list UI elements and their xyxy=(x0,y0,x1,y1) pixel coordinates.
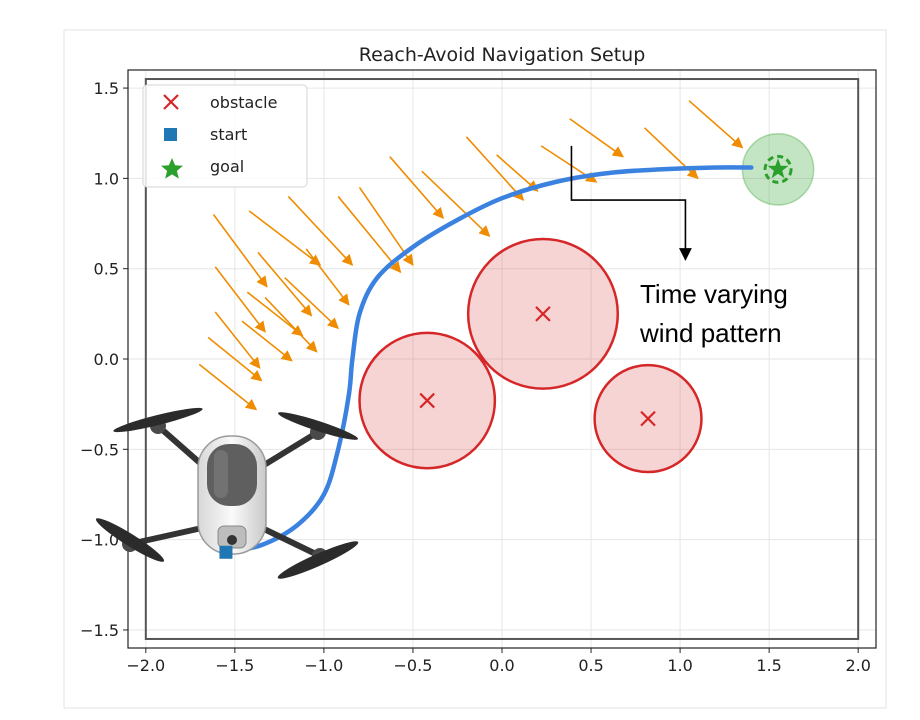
y-tick-label: 0.0 xyxy=(94,350,119,369)
x-tick-label: 0.0 xyxy=(489,656,514,675)
legend-goal-star-icon xyxy=(161,158,183,179)
y-tick-label: −0.5 xyxy=(80,440,119,459)
wind-arrows xyxy=(198,100,744,411)
axis-ticks: −2.0 −1.5 −1.0 −0.5 0.0 0.5 1.0 1.5 2.0 −1.5 −1.0 −… xyxy=(80,79,871,675)
trajectory-line xyxy=(223,165,754,555)
wind-arrow-11 xyxy=(569,118,625,158)
annotation-line-2: wind pattern xyxy=(639,318,782,348)
wind-arrow-6 xyxy=(389,156,444,219)
wind-arrow-14 xyxy=(214,266,266,333)
wind-arrow-20 xyxy=(207,336,263,382)
annotation-bracket-arrow xyxy=(570,145,692,261)
start-marker xyxy=(219,545,233,559)
y-tick-label: 1.0 xyxy=(94,169,119,188)
wind-arrow-23 xyxy=(198,363,258,411)
chart-title: Reach-Avoid Navigation Setup xyxy=(359,44,646,66)
goal-star-marker xyxy=(767,158,789,179)
legend: obstacle start goal xyxy=(142,84,308,188)
x-tick-label: 2.0 xyxy=(845,656,870,675)
wind-arrow-22 xyxy=(264,297,318,353)
x-tick-label: −0.5 xyxy=(394,656,433,675)
legend-start-icon xyxy=(164,128,177,141)
wind-arrow-2 xyxy=(248,210,322,266)
arena-boundary xyxy=(144,78,860,640)
goal-dashed-ring xyxy=(763,154,793,184)
legend-label-obstacle: obstacle xyxy=(210,93,277,112)
wind-arrow-9 xyxy=(496,154,539,192)
wind-arrow-19 xyxy=(284,277,339,330)
x-tick-label: −2.0 xyxy=(126,656,165,675)
goal-region xyxy=(741,132,815,206)
x-tick-label: 1.5 xyxy=(756,656,781,675)
legend-label-goal: goal xyxy=(210,157,244,176)
obstacle-x-stroke xyxy=(535,306,551,322)
y-tick-label: −1.5 xyxy=(80,621,119,640)
wind-arrow-15 xyxy=(257,251,313,317)
x-tick-label: −1.0 xyxy=(304,656,343,675)
wind-arrow-1 xyxy=(212,214,268,288)
y-tick-label: 0.5 xyxy=(94,260,119,279)
wind-arrow-7 xyxy=(421,170,491,237)
obstacle-x-stroke xyxy=(640,410,656,427)
legend-box xyxy=(142,84,308,188)
obstacle-center-marker-1 xyxy=(419,392,435,409)
wind-arrow-16 xyxy=(305,248,350,306)
wind-arrow-8 xyxy=(465,136,525,201)
obstacle-center-marker-3 xyxy=(640,410,656,427)
x-tick-label: −1.5 xyxy=(215,656,254,675)
wind-arrow-4 xyxy=(337,195,402,274)
figure-border xyxy=(63,29,887,709)
x-tick-label: 0.5 xyxy=(578,656,603,675)
quadcopter-drone-icon xyxy=(95,407,359,579)
legend-obstacle-icon xyxy=(163,94,179,110)
wind-arrow-17 xyxy=(214,311,261,369)
y-tick-label: −1.0 xyxy=(80,531,119,550)
obstacle-center-marker-2 xyxy=(535,306,551,322)
x-tick-label: 1.0 xyxy=(667,656,692,675)
wind-annotation xyxy=(570,145,692,261)
legend-label-start: start xyxy=(210,125,247,144)
wind-arrow-13 xyxy=(688,100,744,149)
y-tick-label: 1.5 xyxy=(94,79,119,98)
wind-arrow-21 xyxy=(241,320,293,362)
obstacle-x-stroke xyxy=(419,392,435,409)
annotation-line-1: Time varying xyxy=(640,279,788,309)
obstacles xyxy=(358,237,703,474)
wind-arrow-3 xyxy=(287,195,354,266)
